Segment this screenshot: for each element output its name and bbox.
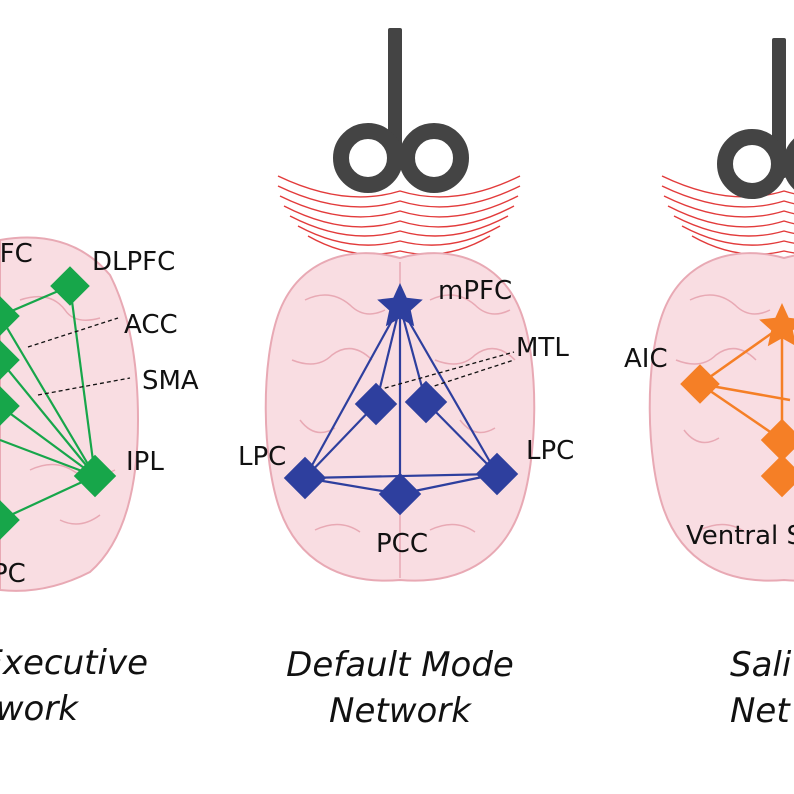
brain-fold [291, 347, 373, 365]
brain-fold [683, 429, 720, 444]
edge [0, 438, 96, 478]
glasses-lens-right [399, 123, 469, 193]
brain-fold [429, 294, 511, 315]
ring [289, 215, 509, 237]
ring [667, 205, 794, 228]
node-lpc-left [283, 456, 327, 500]
salience-title-line1: Sali [730, 645, 792, 685]
head-rings [661, 175, 794, 255]
brain-silhouette [0, 236, 140, 592]
label-mtl: MTL [516, 333, 569, 363]
default-mode-title-line1: Default Mode [286, 645, 514, 685]
label-lpc-left: LPC [238, 442, 286, 472]
edge [0, 405, 96, 477]
executive-brain [0, 236, 140, 592]
label-pcc: PCC [376, 529, 428, 559]
head-rings [277, 175, 521, 255]
edge [699, 324, 783, 386]
edge [699, 382, 783, 442]
glasses-lens-left [333, 123, 403, 193]
ring [663, 195, 794, 218]
edge [0, 475, 96, 521]
default-mode-nodes [283, 283, 519, 516]
salience-panel: AIC Ventral S [624, 38, 794, 582]
edge [0, 359, 96, 477]
executive-title: Executive work [0, 640, 172, 732]
edge [304, 403, 377, 479]
brain-fold [699, 523, 746, 533]
label-sma: SMA [142, 366, 199, 396]
executive-edges [0, 284, 97, 521]
node-pcc [378, 472, 422, 516]
executive-title-line1: Executive [0, 643, 148, 683]
label-lpc-right: LPC [526, 436, 574, 466]
ring [661, 175, 794, 198]
node-ipl [73, 454, 117, 498]
ring [277, 175, 521, 198]
edge [425, 401, 498, 475]
label-dlpfc: DLPFC [92, 247, 175, 277]
default-mode-panel: mPFC MTL LPC LPC PCC [238, 28, 574, 582]
brain-fold [689, 294, 771, 315]
ring [673, 215, 794, 237]
edge [399, 305, 498, 475]
ring [277, 185, 521, 208]
ring [691, 235, 794, 255]
ring [681, 225, 794, 246]
node-lpc-right [475, 452, 519, 496]
default-mode-glasses [277, 28, 521, 255]
mtl-pointer-2 [427, 359, 515, 389]
label-mpfc: mPFC [438, 276, 512, 306]
brain-fold [459, 419, 496, 434]
brain-fold [59, 514, 101, 525]
node-aic [680, 364, 720, 404]
node-left-4 [0, 500, 20, 540]
ring [307, 235, 491, 255]
node-mpfc-star [377, 283, 423, 327]
brain-fold [434, 347, 516, 365]
glasses-lens-left [717, 129, 787, 199]
default-mode-title-line2: Network [329, 691, 471, 731]
label-pc-partial: PC [0, 559, 26, 589]
label-aic: AIC [624, 344, 668, 374]
sma-pointer [37, 377, 131, 396]
node-mtl-right [404, 380, 448, 424]
edge [68, 285, 97, 477]
brain-fold [304, 294, 386, 315]
ring [279, 195, 519, 218]
brain-fold [314, 523, 361, 533]
ring [661, 185, 794, 208]
brain-silhouette [648, 252, 794, 582]
salience-title: Sali Net [730, 642, 794, 734]
label-pfc-partial: PFC [0, 239, 33, 269]
brain-fold [19, 295, 101, 321]
executive-panel: PFC DLPFC ACC SMA IPL PC [0, 236, 199, 592]
label-acc: ACC [124, 310, 178, 340]
salience-glasses [661, 38, 794, 255]
brain-fold [429, 523, 476, 533]
mtl-pointer-1 [377, 351, 515, 391]
label-ventral-partial: Ventral S [686, 521, 794, 551]
glasses-lens-right [783, 138, 794, 190]
node-star [759, 303, 794, 347]
edge [304, 305, 401, 479]
acc-pointer [27, 317, 119, 348]
default-mode-title: Default Mode Network [250, 642, 550, 734]
edge [0, 315, 96, 477]
node-mtl-left [354, 382, 398, 426]
ring [283, 205, 515, 228]
salience-title-line2: Net [730, 691, 790, 731]
label-ipl: IPL [126, 447, 164, 477]
executive-title-line2: work [0, 689, 78, 729]
ring [297, 225, 501, 246]
